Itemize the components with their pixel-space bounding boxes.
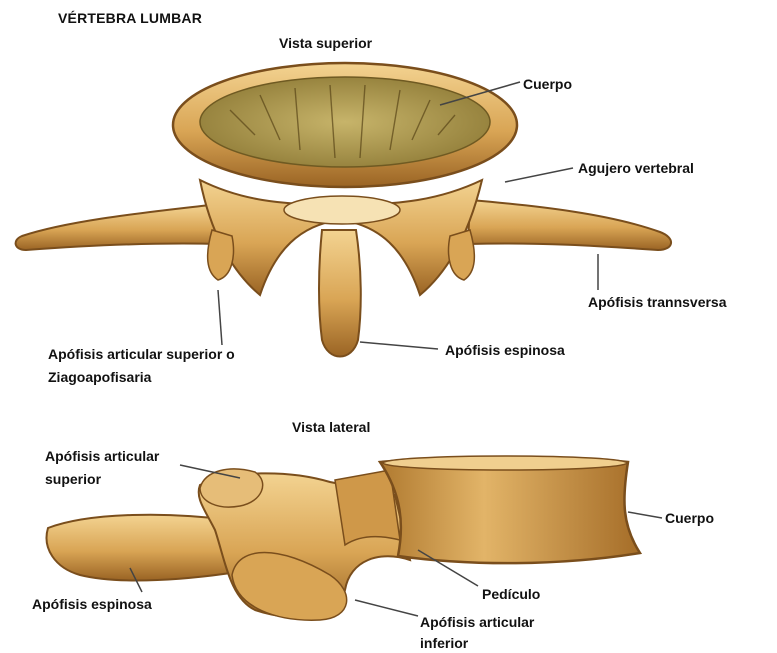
vertebral-body-top-rim [383, 456, 627, 470]
left-transverse-process-shape [16, 205, 220, 250]
left-articular-process-shape [208, 230, 234, 280]
lateral-view-heading: Vista lateral [292, 417, 370, 437]
diagram-title: VÉRTEBRA LUMBAR [58, 8, 202, 28]
label-apofisis-articular-superior-lateral-line2: superior [45, 469, 101, 489]
label-agujero-vertebral: Agujero vertebral [578, 158, 694, 178]
vertebral-foramen-shape [284, 196, 400, 224]
vertebral-body-lateral-shape [380, 457, 640, 563]
superior-view-drawing [16, 63, 671, 357]
label-apofisis-articular-superior-lateral-line1: Apófisis articular [45, 446, 159, 466]
label-cuerpo-superior: Cuerpo [523, 74, 572, 94]
label-apofisis-articular-inferior-line1: Apófisis articular [420, 612, 534, 632]
cancellous-bone-shape [200, 77, 490, 167]
superior-view-heading: Vista superior [279, 33, 372, 53]
label-apofisis-espinosa-superior: Apófisis espinosa [445, 340, 565, 360]
label-apofisis-espinosa-lateral: Apófisis espinosa [32, 594, 152, 614]
right-articular-process-shape [449, 230, 475, 280]
label-cuerpo-lateral: Cuerpo [665, 508, 714, 528]
label-apofisis-transversa: Apófisis trannsversa [588, 292, 727, 312]
label-apofisis-articular-inferior-line2: inferior [420, 633, 468, 653]
label-apofisis-articular-superior-line2: Ziagoapofisaria [48, 367, 151, 387]
label-pediculo: Pedículo [482, 584, 540, 604]
spinous-process-shape [319, 230, 361, 357]
label-apofisis-articular-superior-line1: Apófisis articular superior o [48, 344, 235, 364]
right-transverse-process-shape [468, 200, 671, 250]
lateral-superior-articular-process-shape [200, 469, 263, 507]
